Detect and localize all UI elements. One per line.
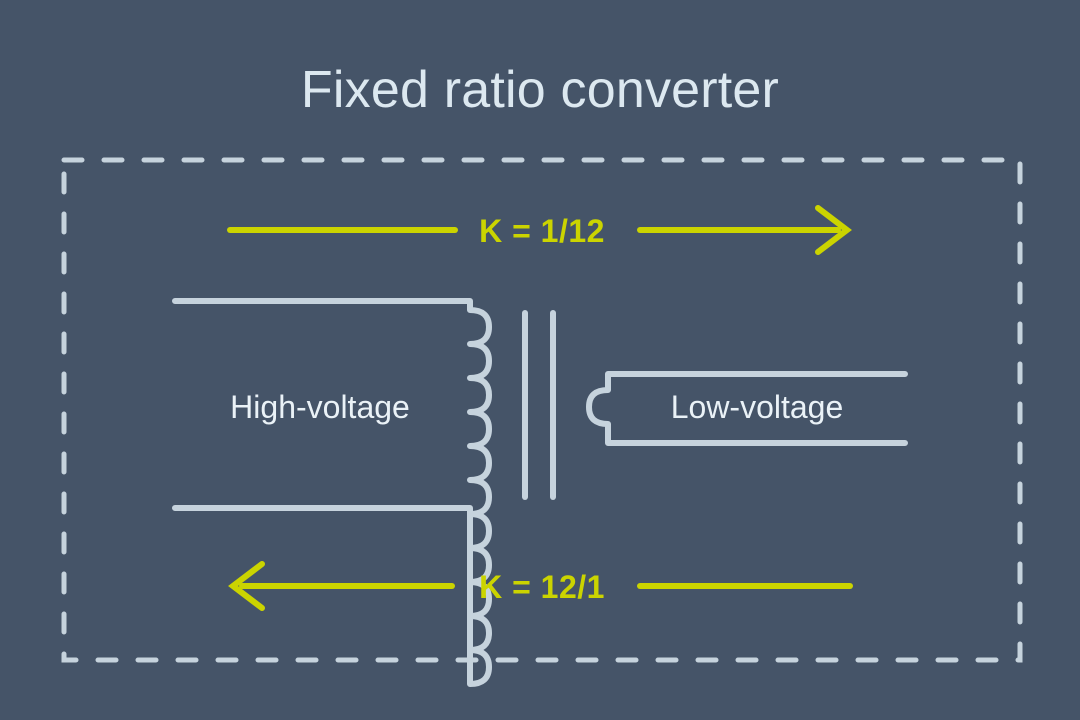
dashed-boundary-frame — [61, 157, 1023, 663]
top-ratio-label: K = 1/12 — [479, 213, 605, 249]
primary-winding-group: High-voltage — [172, 298, 492, 687]
bottom-ratio-label: K = 12/1 — [479, 569, 605, 605]
primary-coil-path — [172, 298, 492, 687]
top-arrow-group: K = 1/12 — [227, 205, 852, 255]
secondary-winding-group: Low-voltage — [586, 371, 908, 446]
arrow-left-icon — [228, 561, 265, 611]
secondary-winding-label: Low-voltage — [671, 389, 844, 425]
primary-winding-label: High-voltage — [230, 389, 410, 425]
page-title: Fixed ratio converter — [301, 61, 779, 119]
arrow-right-icon — [815, 205, 852, 255]
secondary-coil-path — [586, 371, 908, 446]
transformer-core — [522, 310, 556, 500]
bottom-arrow-group: K = 12/1 — [228, 561, 853, 611]
